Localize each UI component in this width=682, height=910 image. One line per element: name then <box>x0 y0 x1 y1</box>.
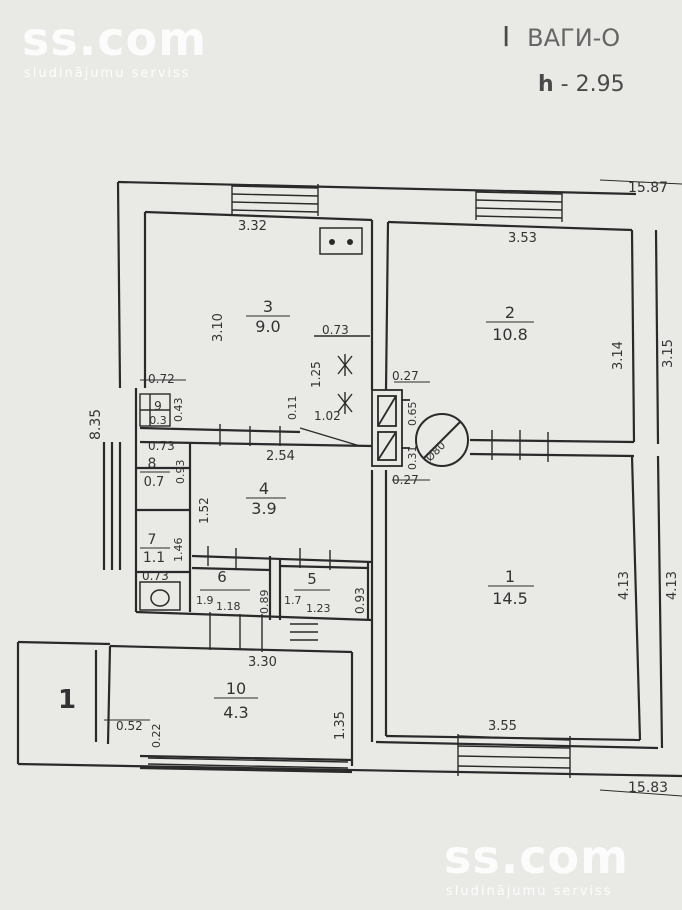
dim-052: 0.52 <box>116 719 143 733</box>
room-number: 3 <box>263 297 273 316</box>
dim-side-left: 8.35 <box>88 409 104 440</box>
room-number: 10 <box>226 679 246 698</box>
dim-125: 1.25 <box>309 361 323 388</box>
toilet-symbol <box>139 581 181 611</box>
dim-011: 0.11 <box>286 396 299 421</box>
dim-019: 1.9 <box>196 594 214 607</box>
dim-027a: 0.27 <box>392 369 419 383</box>
dim-r1-right: 4.13 <box>617 571 632 600</box>
dim-r2-right: 3.14 <box>611 341 626 370</box>
room-number: 8 <box>148 456 157 472</box>
dim-017: 1.7 <box>284 594 302 607</box>
dim-065: 0.65 <box>406 402 419 427</box>
dim-093b: 0.93 <box>353 587 367 614</box>
dim-118: 1.18 <box>216 600 241 613</box>
room-6: 6 <box>200 568 250 591</box>
ventilation-marks <box>299 335 370 447</box>
dim-123: 1.23 <box>306 602 331 615</box>
dim-r1-bottom: 3.55 <box>488 719 517 734</box>
dim-073b: 0.73 <box>148 439 175 453</box>
floor-label: I ВАГИ-О <box>502 20 620 53</box>
room-area: 10.8 <box>492 325 528 344</box>
chimney-boxes <box>371 389 410 467</box>
height-prefix: h <box>538 72 554 97</box>
room-3: 3 9.0 <box>246 297 290 336</box>
watermark-bottom-brand: ss.com <box>444 830 630 884</box>
room-area: 4.3 <box>223 703 248 722</box>
room-number: 9 <box>154 399 162 413</box>
dim-total-top: 15.87 <box>628 180 668 196</box>
dim-135: 1.35 <box>333 711 348 740</box>
watermark-top-brand: ss.com <box>22 12 208 66</box>
room-number: 6 <box>217 568 227 586</box>
dimension-labels: 15.87 15.83 8.35 3.32 3.10 3.53 3.14 3.1… <box>58 180 680 796</box>
room-number: 1 <box>505 567 515 586</box>
stove-symbol <box>319 227 363 255</box>
dim-far-bottom: 4.13 <box>665 571 680 600</box>
watermark-bottom-tagline: sludinājumu serviss <box>446 884 613 899</box>
wall-ticks <box>207 424 549 652</box>
windows <box>147 184 571 778</box>
wall-lines <box>16 180 682 778</box>
room-number: 5 <box>307 570 317 588</box>
watermark-top-tagline: sludinājumu serviss <box>24 66 191 81</box>
dim-r2-top: 3.53 <box>508 231 537 246</box>
ceiling-height: h - 2.95 <box>538 72 625 97</box>
dim-073: 0.73 <box>322 323 349 337</box>
dim-r3-left: 3.10 <box>211 313 226 342</box>
room-4: 4 3.9 <box>246 479 286 518</box>
room-9-box <box>139 393 171 427</box>
room-labels: 1 14.5 2 10.8 3 9.0 4 3.9 5 6 7 <box>140 297 534 722</box>
room-area: 0.3 <box>149 414 167 427</box>
dim-089: 0.89 <box>258 590 271 615</box>
room-8: 8 0.7 <box>140 456 170 490</box>
dim-031: 0.31 <box>406 446 419 471</box>
dimension-lines <box>104 179 682 797</box>
dim-254: 2.54 <box>266 449 295 464</box>
room-area: 3.9 <box>251 499 276 518</box>
round-stove <box>415 413 469 467</box>
dim-093a: 0.93 <box>174 460 187 485</box>
dim-152: 1.52 <box>197 497 211 524</box>
room-number: 2 <box>505 303 515 322</box>
entrance-marker: 1 <box>58 685 76 715</box>
room-area: 9.0 <box>255 317 280 336</box>
dim-022: 0.22 <box>150 724 163 749</box>
dim-330: 3.30 <box>248 655 277 670</box>
dim-146: 1.46 <box>172 538 185 563</box>
floor-obscured: ВАГИ-О <box>527 24 621 52</box>
room-number: 7 <box>148 532 157 548</box>
floor-roman: I <box>502 20 511 53</box>
height-value: 2.95 <box>575 72 625 97</box>
room-2: 2 10.8 <box>486 303 534 344</box>
room-1: 1 14.5 <box>488 567 534 608</box>
dim-r3-top: 3.32 <box>238 219 267 234</box>
room-number: 4 <box>259 479 269 498</box>
room-10: 10 4.3 <box>214 679 258 722</box>
dim-043: 0.43 <box>172 398 185 423</box>
room-area: 0.7 <box>144 475 165 490</box>
dim-102: 1.02 <box>314 409 341 423</box>
room-7: 7 1.1 <box>140 532 170 566</box>
room-area: 1.1 <box>143 550 165 566</box>
room-5: 5 <box>294 570 330 591</box>
dim-072: 0.72 <box>148 372 175 386</box>
room-9: 9 0.3 <box>149 399 167 427</box>
height-dash: - <box>560 72 569 97</box>
room-area: 14.5 <box>492 589 528 608</box>
dim-073c: 0.73 <box>142 569 169 583</box>
dim-total-bottom: 15.83 <box>628 780 668 796</box>
dim-027b: 0.27 <box>392 473 419 487</box>
dim-far-top: 3.15 <box>661 339 676 368</box>
